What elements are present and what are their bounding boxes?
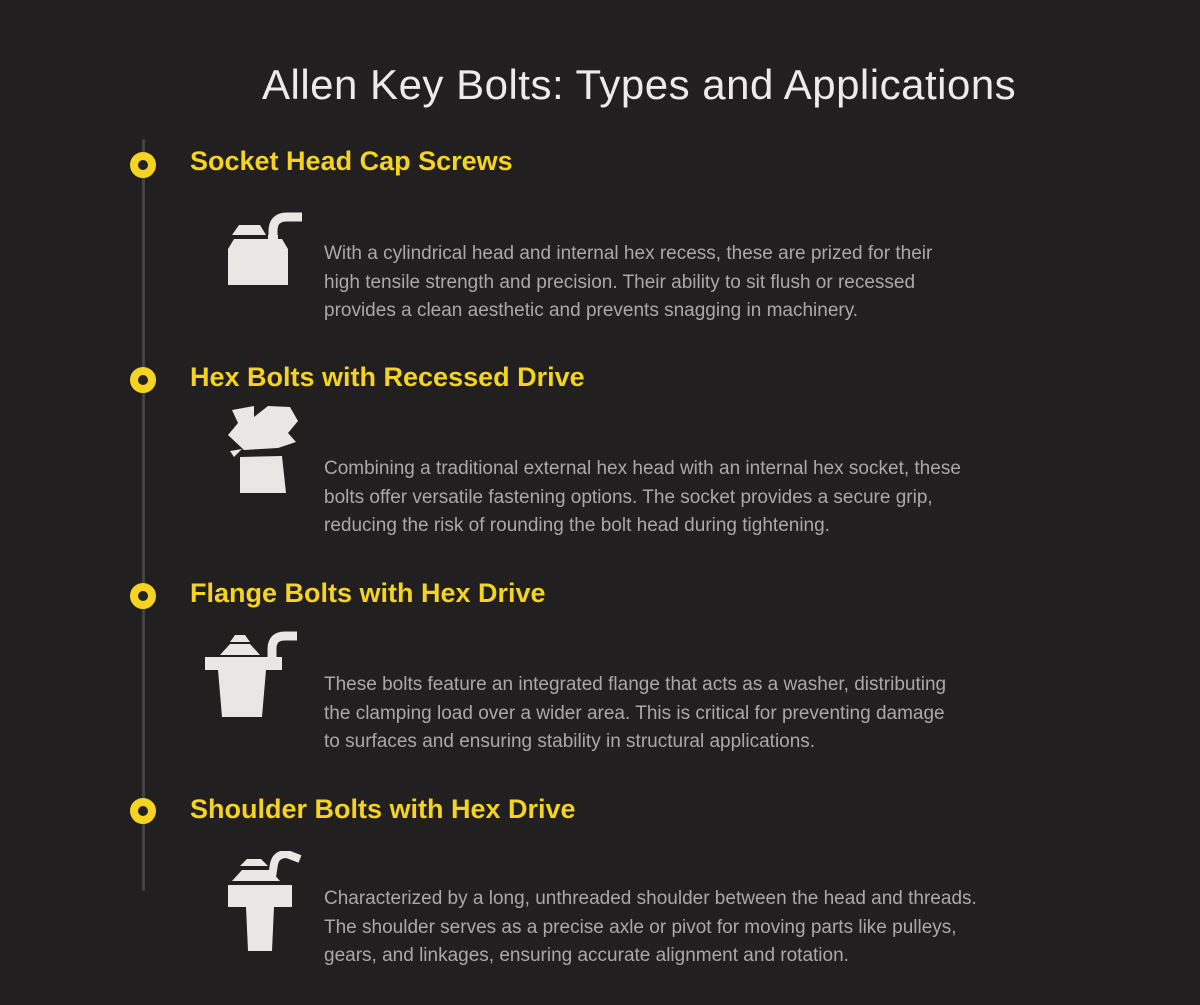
timeline-marker-4 xyxy=(130,798,156,824)
section-heading-hex-bolts-recessed-drive: Hex Bolts with Recessed Drive xyxy=(190,362,585,392)
shoulder-bolt-icon xyxy=(222,851,304,955)
timeline-marker-3 xyxy=(130,583,156,609)
section-heading-shoulder-bolts-hex-drive: Shoulder Bolts with Hex Drive xyxy=(190,794,576,824)
timeline-line xyxy=(142,139,145,891)
timeline-marker-2 xyxy=(130,367,156,393)
flange-bolt-icon xyxy=(202,629,302,721)
section-description: Characterized by a long, unthreaded shou… xyxy=(324,888,977,967)
socket-head-cap-screw-icon xyxy=(216,205,306,287)
hex-bolt-icon xyxy=(220,401,302,495)
timeline-marker-1 xyxy=(130,152,156,178)
section-description: Combining a traditional external hex hea… xyxy=(324,458,961,537)
section-heading-flange-bolts-hex-drive: Flange Bolts with Hex Drive xyxy=(190,578,546,608)
page-title: Allen Key Bolts: Types and Applications xyxy=(262,61,1017,108)
section-description: With a cylindrical head and internal hex… xyxy=(324,243,933,322)
section-description: These bolts feature an integrated flange… xyxy=(324,674,947,753)
section-heading-socket-head-cap-screws: Socket Head Cap Screws xyxy=(190,146,513,176)
